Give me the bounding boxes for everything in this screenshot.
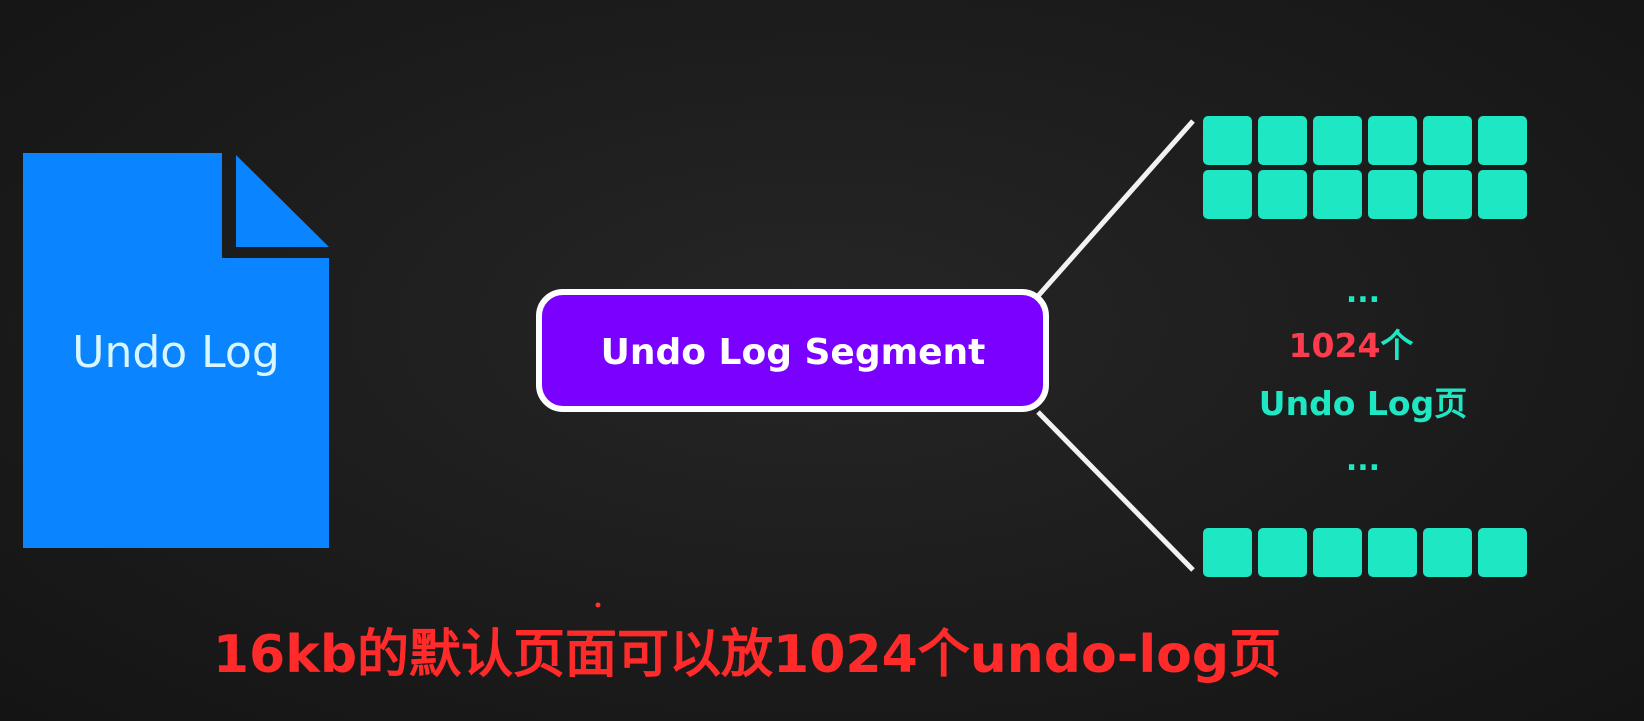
connector-line-top <box>1036 119 1195 298</box>
bottom-row-page-cell <box>1258 528 1307 577</box>
top-row-2-page-cell <box>1423 170 1472 219</box>
segment-rect <box>536 289 1049 412</box>
page-label: Undo Log页 <box>1259 384 1467 423</box>
segment-label: Undo Log Segment <box>601 332 986 373</box>
connector-line-bottom <box>1036 410 1195 572</box>
top-row-2-page-cell <box>1313 170 1362 219</box>
bottom-row-page-cell <box>1313 528 1362 577</box>
top-row-1-page-cell <box>1203 116 1252 165</box>
top-row-1-page-cell <box>1313 116 1362 165</box>
bottom-row-page-cell <box>1203 528 1252 577</box>
page-count-unit: 个 <box>1380 326 1413 365</box>
top-row-1-page-cell <box>1478 116 1527 165</box>
caption-subtitle: 16kb的默认页面可以放1024个undo-log页 <box>213 625 1281 685</box>
document-label: Undo Log <box>72 327 280 378</box>
document-body <box>23 153 329 548</box>
top-row-2-page-cell <box>1368 170 1417 219</box>
pages-description: ... 1024个 Undo Log页 ... <box>1259 275 1467 478</box>
ellipsis-top: ... <box>1346 275 1380 310</box>
ellipsis-bottom: ... <box>1346 443 1380 478</box>
bottom-row-page-cell <box>1368 528 1417 577</box>
bottom-row-page-cell <box>1478 528 1527 577</box>
top-row-2-page-cell <box>1203 170 1252 219</box>
page-count-number: 1024 <box>1289 326 1381 365</box>
page-count: 1024个 <box>1289 326 1414 365</box>
undo-log-document-icon: Undo Log <box>23 153 329 548</box>
connector-lines <box>1036 119 1195 572</box>
undo-log-segment-box: Undo Log Segment <box>536 289 1049 412</box>
page-grid-top-row-2 <box>1203 170 1527 219</box>
small-dot <box>595 602 601 608</box>
page-grid-bottom-row <box>1203 528 1527 577</box>
document-folded-corner <box>236 155 329 247</box>
top-row-1-page-cell <box>1258 116 1307 165</box>
bottom-row-page-cell <box>1423 528 1472 577</box>
page-grid-top-row-1 <box>1203 116 1527 165</box>
top-row-2-page-cell <box>1258 170 1307 219</box>
top-row-1-page-cell <box>1368 116 1417 165</box>
top-row-2-page-cell <box>1478 170 1527 219</box>
top-row-1-page-cell <box>1423 116 1472 165</box>
